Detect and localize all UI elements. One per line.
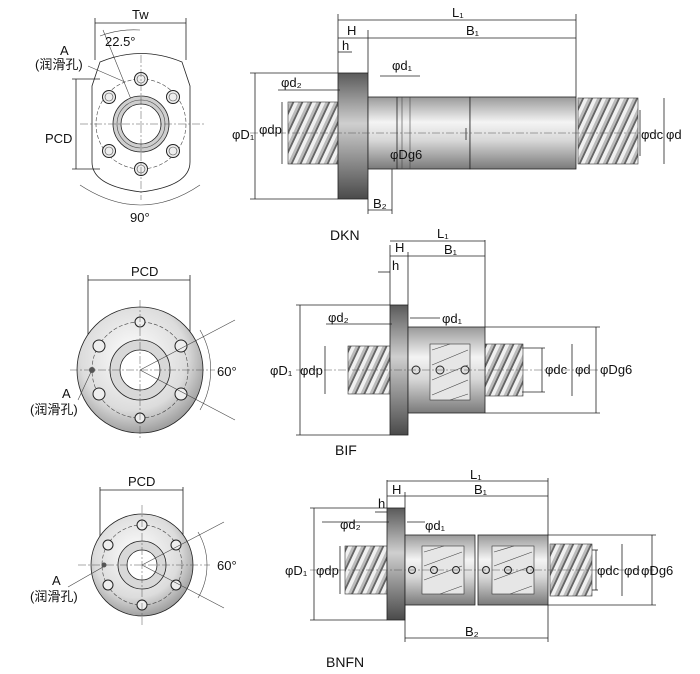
dkn-dp-label: φdp: [259, 122, 282, 137]
bnfn-angle-label: 60°: [217, 558, 237, 573]
bif-side-view: L₁ B₁ H h φd₁ φd₂ φD₁ φdp φdc φd φDg6 BI…: [270, 226, 632, 458]
bif-a-label: A: [62, 386, 71, 401]
bif-D1-label: φD₁: [270, 363, 293, 378]
bnfn-side-view: L₁ B₁ H h φd₁ φd₂ φD₁ φdp φdc φd φDg6 B₂…: [285, 467, 673, 670]
dkn-caption: DKN: [330, 227, 360, 243]
dkn-B1-label: B₁: [466, 23, 480, 38]
bnfn-d-label: φd: [624, 563, 640, 578]
bnfn-d1-label: φd₁: [425, 518, 446, 533]
bif-Dg6-label: φDg6: [600, 362, 632, 377]
dkn-side-view: L₁ B₁ H h φd₁ φd₂ φD₁ φdp φDg6 φdc φd B₂…: [232, 5, 682, 243]
bif-angle-label: 60°: [217, 364, 237, 379]
bnfn-lub-label: (润滑孔): [30, 589, 78, 604]
bif-lub-label: (润滑孔): [30, 402, 78, 417]
bif-d2-label: φd₂: [328, 310, 349, 325]
dkn-H-label: H: [347, 23, 356, 38]
bnfn-L1-label: L₁: [470, 467, 482, 482]
dkn-a-label: A: [60, 43, 69, 58]
bif-dc-label: φdc: [545, 362, 568, 377]
bif-L1-label: L₁: [437, 226, 449, 241]
dkn-d1-label: φd₁: [392, 58, 413, 73]
bif-bolt-holes: [89, 316, 188, 424]
bnfn-d2-label: φd₂: [340, 517, 361, 532]
bnfn-h-label: h: [378, 496, 385, 511]
dkn-angle-label: 22.5°: [105, 34, 136, 49]
dkn-tw-label: Tw: [132, 7, 149, 22]
bif-h-label: h: [392, 258, 399, 273]
bnfn-Dg6-label: φDg6: [641, 563, 673, 578]
bnfn-a-label: A: [52, 573, 61, 588]
bnfn-B2-label: B₂: [465, 624, 479, 639]
bif-front-view: PCD 60° A (润滑孔): [30, 264, 237, 440]
dkn-d-label: φd: [666, 127, 682, 142]
dkn-L1-label: L₁: [452, 5, 464, 20]
dkn-Dg6-label: φDg6: [390, 147, 422, 162]
bif-d1-label: φd₁: [442, 311, 463, 326]
bif-dp-label: φdp: [300, 363, 323, 378]
dkn-dc-label: φdc: [641, 127, 664, 142]
bnfn-dc-label: φdc: [597, 563, 620, 578]
bif-pcd-label: PCD: [131, 264, 158, 279]
bnfn-B1-label: B₁: [474, 482, 488, 497]
dkn-angle2-label: 90°: [130, 210, 150, 225]
dkn-lub-label: (润滑孔): [35, 57, 83, 72]
bnfn-dp-label: φdp: [316, 563, 339, 578]
bif-H-label: H: [395, 240, 404, 255]
bif-caption: BIF: [335, 442, 357, 458]
dkn-front-view: Tw 22.5° PCD A (润滑孔): [35, 7, 205, 225]
bnfn-H-label: H: [392, 482, 401, 497]
dkn-pcd-label: PCD: [45, 131, 72, 146]
bif-d-label: φd: [575, 362, 591, 377]
dkn-h-label: h: [342, 38, 349, 53]
bnfn-pcd-label: PCD: [128, 474, 155, 489]
bnfn-front-view: PCD 60° A (润滑孔): [30, 474, 237, 625]
dkn-d2-label: φd₂: [281, 75, 302, 90]
dkn-D1-label: φD₁: [232, 127, 255, 142]
bif-B1-label: B₁: [444, 242, 458, 257]
bnfn-caption: BNFN: [326, 654, 364, 670]
bnfn-D1-label: φD₁: [285, 563, 308, 578]
dkn-B2-label: B₂: [373, 196, 387, 211]
